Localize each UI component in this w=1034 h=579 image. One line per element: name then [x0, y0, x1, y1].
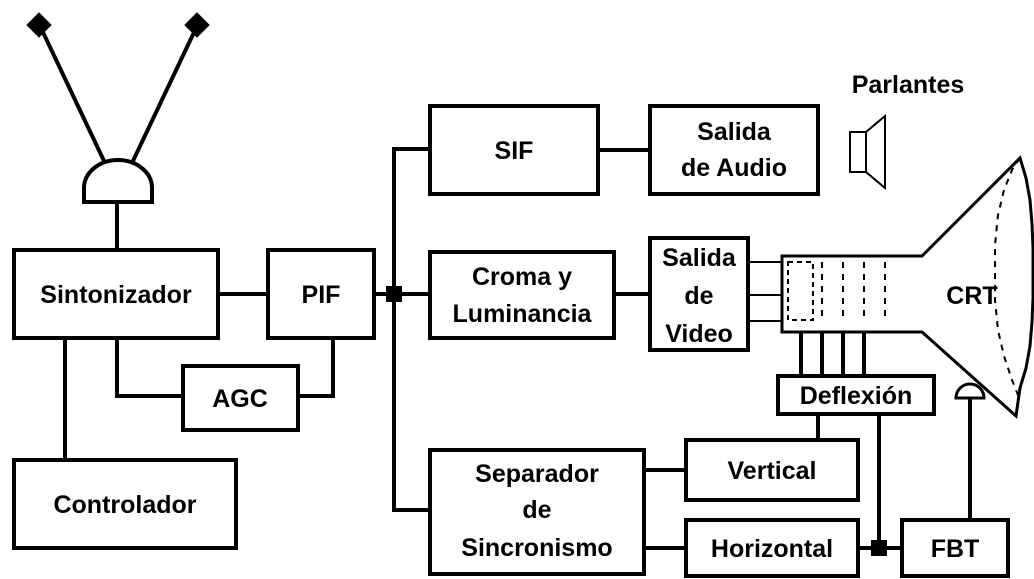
block-salida-audio: Salida de Audio — [648, 104, 820, 196]
signal-wires — [63, 147, 972, 550]
block-vertical: Vertical — [684, 438, 860, 502]
speaker-icon — [849, 113, 886, 191]
label-separador-1: Separador — [475, 460, 599, 488]
block-separador-sincronismo: Separador de Sincronismo — [428, 448, 646, 576]
horizontal-junction — [871, 540, 887, 556]
block-agc: AGC — [181, 364, 300, 432]
label-controlador: Controlador — [53, 491, 196, 519]
label-agc: AGC — [212, 385, 268, 413]
label-deflexion: Deflexión — [800, 382, 913, 410]
crt-tube-icon — [780, 155, 1034, 419]
block-controlador: Controlador — [12, 458, 238, 550]
label-salida-video-1: Salida — [662, 244, 737, 272]
label-croma-1: Croma y — [472, 263, 572, 291]
label-salida-video-2: de — [684, 282, 713, 310]
block-horizontal: Horizontal — [684, 518, 860, 578]
block-sif: SIF — [428, 104, 600, 196]
label-crt: CRT — [946, 282, 997, 310]
block-deflexion: Deflexión — [776, 374, 936, 416]
label-separador-2: de — [522, 496, 551, 524]
label-vertical: Vertical — [728, 457, 817, 485]
label-sintonizador: Sintonizador — [40, 281, 192, 309]
label-croma-2: Luminancia — [453, 300, 593, 328]
label-horizontal: Horizontal — [711, 535, 833, 563]
label-separador-3: Sincronismo — [461, 534, 612, 562]
block-sintonizador: Sintonizador — [12, 248, 220, 340]
bus-junction — [386, 286, 402, 302]
block-salida-video: Salida de Video — [648, 236, 750, 352]
label-sif: SIF — [495, 137, 534, 165]
label-salida-audio-2: de Audio — [681, 154, 787, 182]
block-pif: PIF — [266, 248, 376, 340]
block-fbt: FBT — [900, 518, 1010, 578]
label-fbt: FBT — [931, 535, 980, 563]
label-salida-video-3: Video — [665, 320, 733, 348]
block-croma-luminancia: Croma y Luminancia — [428, 250, 616, 340]
antenna-icon — [26, 12, 210, 252]
label-salida-audio-1: Salida — [697, 118, 772, 146]
label-pif: PIF — [302, 281, 341, 309]
label-parlantes: Parlantes — [852, 71, 965, 99]
